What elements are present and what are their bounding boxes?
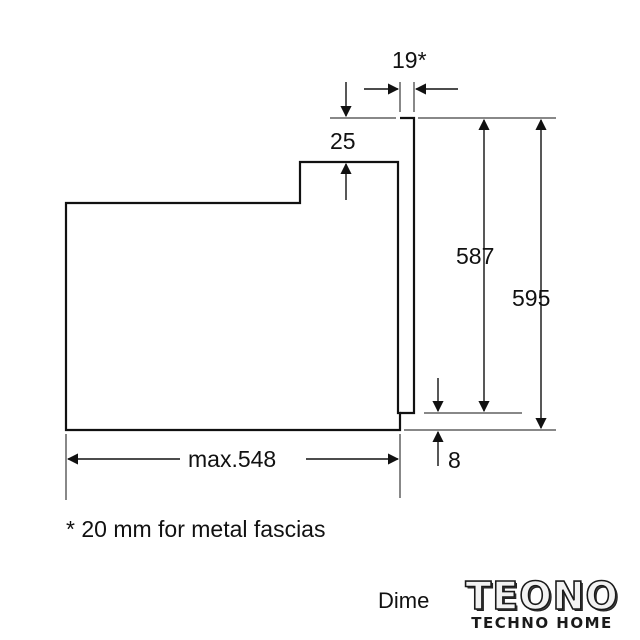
brand-prefix-text: Dime [378,588,430,613]
extension-lines [65,82,556,500]
total-height-label: 595 [512,285,550,311]
fascia-thickness-label: 19* [392,47,427,73]
bottom-offset-label: 8 [448,447,461,473]
logo-sub-text: TECHNO HOME [471,614,613,632]
oven-body-outline [64,160,402,432]
logo-main-text: TEONO [465,574,619,618]
teono-logo: TEONO TECHNO HOME [452,574,632,632]
oven-fascia-panel [400,116,416,415]
max-depth-label: max.548 [188,446,276,472]
footnote: * 20 mm for metal fascias [66,516,326,542]
inner-height-label: 587 [456,243,494,269]
step-height-label: 25 [330,128,356,154]
